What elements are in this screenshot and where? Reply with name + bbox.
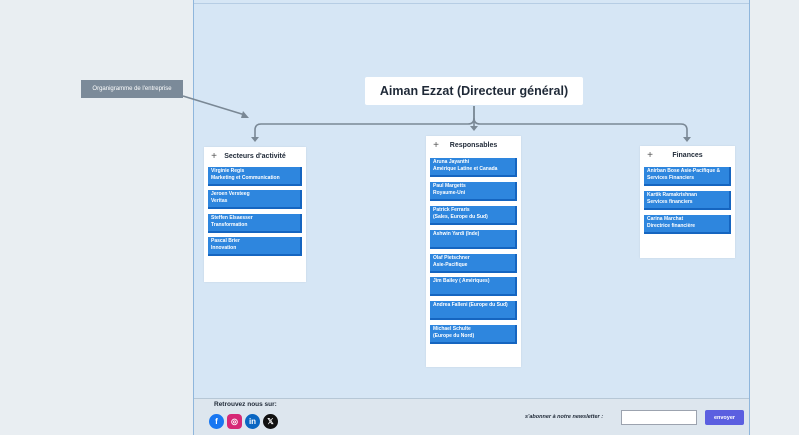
card-header: + Secteurs d'activité — [204, 147, 306, 165]
list-item[interactable]: Ashwin Yardi (Inde) — [430, 230, 517, 249]
newsletter-email-input[interactable] — [621, 410, 697, 425]
plus-icon[interactable]: + — [647, 149, 653, 161]
top-divider — [194, 3, 749, 4]
newsletter-label: s'abonner à notre newsletter : — [525, 414, 604, 420]
instagram-icon[interactable]: ◎ — [227, 414, 242, 429]
card-finances[interactable]: + Finances Anirban Bose Asie-Pacifique &… — [640, 146, 735, 258]
list-item[interactable]: Michael Schulte(Europe du Nord) — [430, 325, 517, 344]
social-links: f ◎ in 𝕏 — [209, 414, 278, 429]
find-us-label: Retrouvez nous sur: — [214, 401, 277, 408]
newsletter-submit-button[interactable]: envoyer — [705, 410, 744, 425]
list-item[interactable]: Jim Bailey ( Amériques) — [430, 277, 517, 296]
card-title: Responsables — [449, 141, 498, 149]
footer: Retrouvez nous sur: f ◎ in 𝕏 s'abonner à… — [194, 398, 749, 435]
plus-icon[interactable]: + — [433, 139, 439, 151]
card-header: + Responsables — [426, 136, 521, 154]
plus-icon[interactable]: + — [211, 150, 217, 162]
list-item[interactable]: Anirban Bose Asie-Pacifique &Services Fi… — [644, 167, 731, 186]
card-header: + Finances — [640, 146, 735, 164]
card-title: Secteurs d'activité — [224, 152, 286, 160]
linkedin-icon[interactable]: in — [245, 414, 260, 429]
root-node[interactable]: Aiman Ezzat (Directeur général) — [365, 77, 583, 105]
card-title: Finances — [672, 151, 703, 159]
list-item[interactable]: Patrick Ferraris(Sales, Europe du Sud) — [430, 206, 517, 225]
list-item[interactable]: Andrea Falleni (Europe du Sud) — [430, 301, 517, 320]
org-chart-tag[interactable]: Organigramme de l'entreprise — [81, 80, 183, 98]
x-icon[interactable]: 𝕏 — [263, 414, 278, 429]
facebook-icon[interactable]: f — [209, 414, 224, 429]
